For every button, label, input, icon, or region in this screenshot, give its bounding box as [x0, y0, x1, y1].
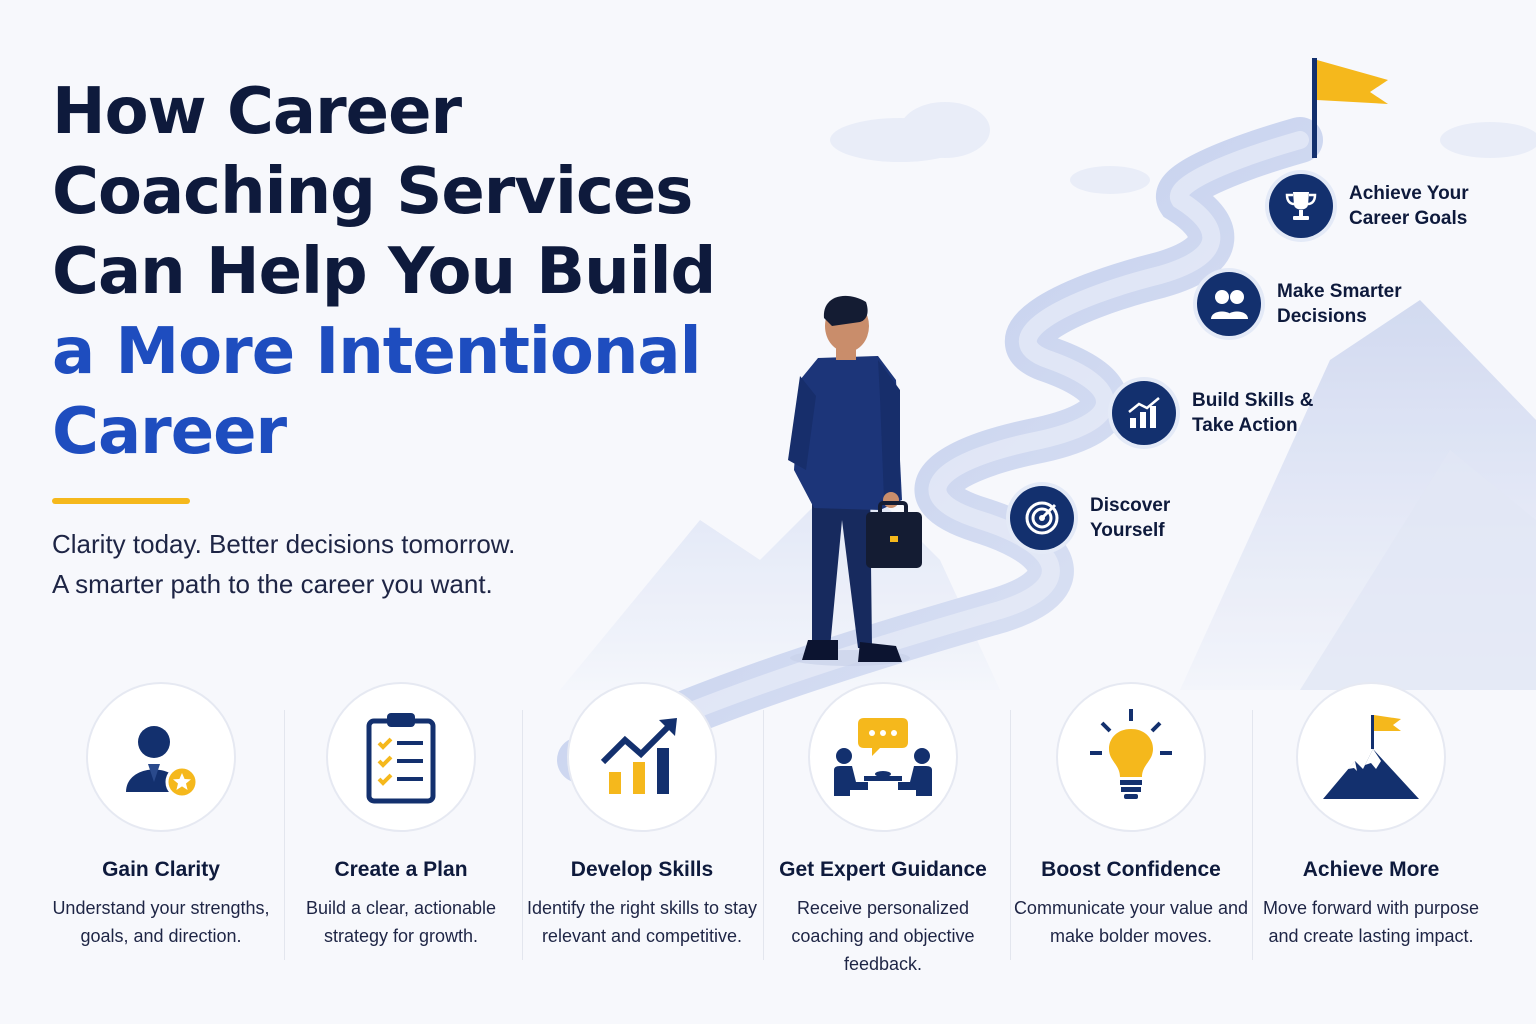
benefit-gain-clarity: Gain Clarity Understand your strengths, … [41, 682, 281, 950]
benefit-title: Develop Skills [570, 858, 714, 881]
headline-line-highlight: a More Intentional [52, 315, 702, 389]
benefit-description: Build a clear, actionable strategy for g… [305, 898, 497, 946]
benefit-description: Move forward with purpose and create las… [1262, 898, 1480, 946]
growth-chart-icon [1112, 381, 1176, 445]
headline-line: Coaching Services [52, 155, 693, 229]
benefit-description: Receive personalized coaching and object… [791, 898, 975, 974]
path-step-decisions: Make Smarter Decisions [1197, 272, 1402, 336]
path-step-label: Build Skills & Take Action [1192, 390, 1314, 436]
column-divider [763, 710, 764, 960]
clipboard-checklist-icon [326, 682, 476, 832]
headline-line: How Career [52, 75, 462, 149]
column-divider [522, 710, 523, 960]
path-step-label: Achieve Your Career Goals [1349, 183, 1469, 229]
column-divider [284, 710, 285, 960]
path-step-discover: Discover Yourself [1010, 486, 1170, 550]
benefit-description: Understand your strengths, goals, and di… [52, 898, 270, 946]
path-step-label: Discover Yourself [1090, 495, 1171, 541]
clouds [830, 102, 1536, 194]
target-icon [1010, 486, 1074, 550]
benefit-description: Identify the right skills to stay releva… [526, 898, 758, 946]
lightbulb-icon [1056, 682, 1206, 832]
path-step-label: Make Smarter Decisions [1277, 281, 1402, 327]
benefit-achieve-more: Achieve More Move forward with purpose a… [1251, 682, 1491, 950]
trophy-icon [1269, 174, 1333, 238]
goal-flag [1312, 58, 1388, 158]
benefit-title: Get Expert Guidance [779, 858, 987, 881]
benefit-expert-guidance: Get Expert Guidance Receive personalized… [763, 682, 1003, 978]
accent-divider [52, 498, 190, 504]
tagline: Clarity today. Better decisions tomorrow… [52, 524, 515, 604]
tagline-line: Clarity today. Better decisions tomorrow… [52, 529, 516, 559]
people-icon [1197, 272, 1261, 336]
column-divider [1252, 710, 1253, 960]
benefit-title: Create a Plan [334, 858, 468, 881]
benefit-boost-confidence: Boost Confidence Communicate your value … [1011, 682, 1251, 950]
meeting-icon [808, 682, 958, 832]
headline-line-highlight: Career [52, 395, 287, 469]
trend-chart-icon [567, 682, 717, 832]
person-star-icon [86, 682, 236, 832]
mountain-flag-icon [1296, 682, 1446, 832]
benefit-description: Communicate your value and make bolder m… [1013, 898, 1249, 946]
businessman-figure [788, 295, 922, 666]
path-step-build-skills: Build Skills & Take Action [1112, 381, 1313, 445]
headline: How Career Coaching Services Can Help Yo… [52, 72, 772, 472]
winding-path [557, 117, 1323, 783]
tagline-line: A smarter path to the career you want. [52, 569, 493, 599]
benefit-develop-skills: Develop Skills Identify the right skills… [522, 682, 762, 950]
benefit-title: Boost Confidence [1041, 858, 1221, 881]
headline-line: Can Help You Build [52, 235, 716, 309]
column-divider [1010, 710, 1011, 960]
path-step-achieve: Achieve Your Career Goals [1269, 174, 1469, 238]
benefit-title: Gain Clarity [102, 858, 220, 881]
benefit-title: Achieve More [1302, 858, 1440, 881]
benefit-create-plan: Create a Plan Build a clear, actionable … [281, 682, 521, 950]
